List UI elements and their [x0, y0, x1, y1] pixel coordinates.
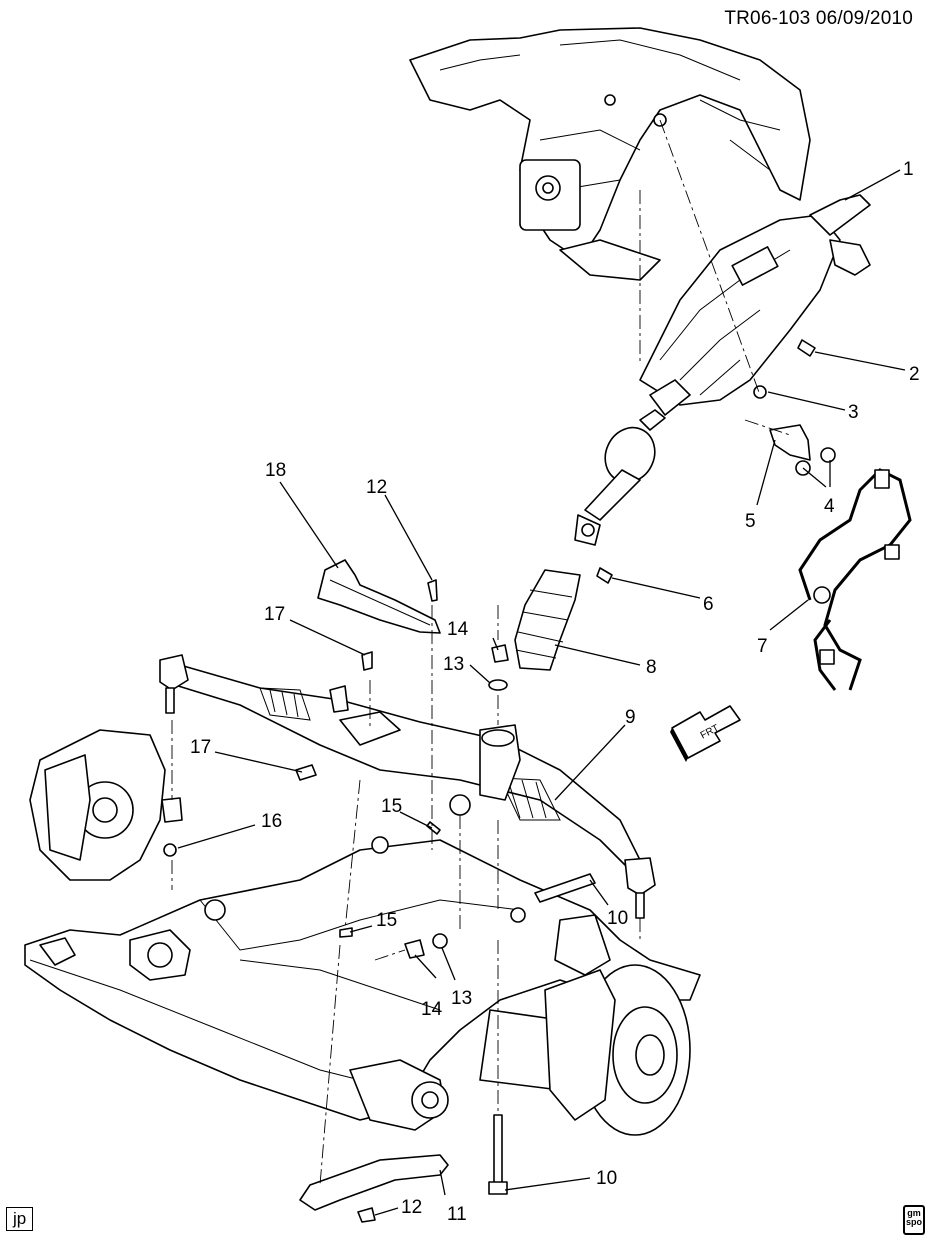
callout-labels: 1 2 3 4 5 6 7 8 9 10 10 11 12 12 13 13 1… [190, 159, 920, 1225]
heat-shield-lower [299, 1154, 449, 1211]
gm-logo-bottom: spo [905, 1217, 922, 1227]
callout-12-lower: 12 [401, 1197, 422, 1218]
bolt-12-upper [427, 579, 438, 602]
callout-3: 3 [848, 402, 859, 423]
drafter-stamp: jp [6, 1207, 34, 1231]
left-knuckle-brake [29, 729, 183, 881]
callout-7: 7 [757, 636, 768, 657]
callout-15-upper: 15 [381, 796, 402, 817]
body-bracket-assembly [409, 27, 811, 281]
callout-13-upper: 13 [443, 654, 464, 675]
heat-shield-upper [317, 559, 441, 634]
alignment-lines [171, 119, 791, 1186]
callout-17-lower: 17 [190, 737, 211, 758]
callout-2: 2 [909, 364, 920, 385]
callout-13-lower: 13 [451, 988, 472, 1009]
callout-9: 9 [625, 707, 636, 728]
steering-column [639, 194, 871, 416]
leader-lines [177, 169, 906, 1216]
intermediate-shaft [574, 409, 666, 546]
gm-spo-logo: gm spo [903, 1205, 925, 1235]
callout-17-upper: 17 [264, 604, 285, 625]
right-knuckle-rotor [544, 914, 691, 1136]
gm-logo-top: gm [907, 1208, 921, 1218]
small-hardware [295, 644, 509, 1223]
callout-15-lower: 15 [376, 910, 397, 931]
callout-6: 6 [703, 594, 714, 615]
front-direction-arrow: FRT [670, 705, 741, 762]
callout-14-lower: 14 [421, 999, 443, 1020]
callout-5: 5 [745, 511, 756, 532]
drawing-reference: TR06-103 06/09/2010 [724, 8, 913, 29]
callout-1: 1 [903, 159, 914, 180]
steering-gear-rack [174, 664, 641, 871]
bolts-10 [488, 873, 596, 1195]
callout-4: 4 [824, 496, 835, 517]
steering-gear-boot [514, 569, 581, 671]
callout-11: 11 [447, 1204, 467, 1225]
callout-14-upper: 14 [447, 619, 469, 640]
callout-16: 16 [261, 811, 282, 832]
tie-rod-ends [159, 654, 656, 919]
wiring-harness [798, 468, 912, 691]
callout-18: 18 [265, 460, 286, 481]
callout-8: 8 [646, 657, 657, 678]
callout-10-upper: 10 [607, 908, 628, 929]
callout-12-upper: 12 [366, 477, 387, 498]
callout-10-lower: 10 [596, 1168, 617, 1189]
